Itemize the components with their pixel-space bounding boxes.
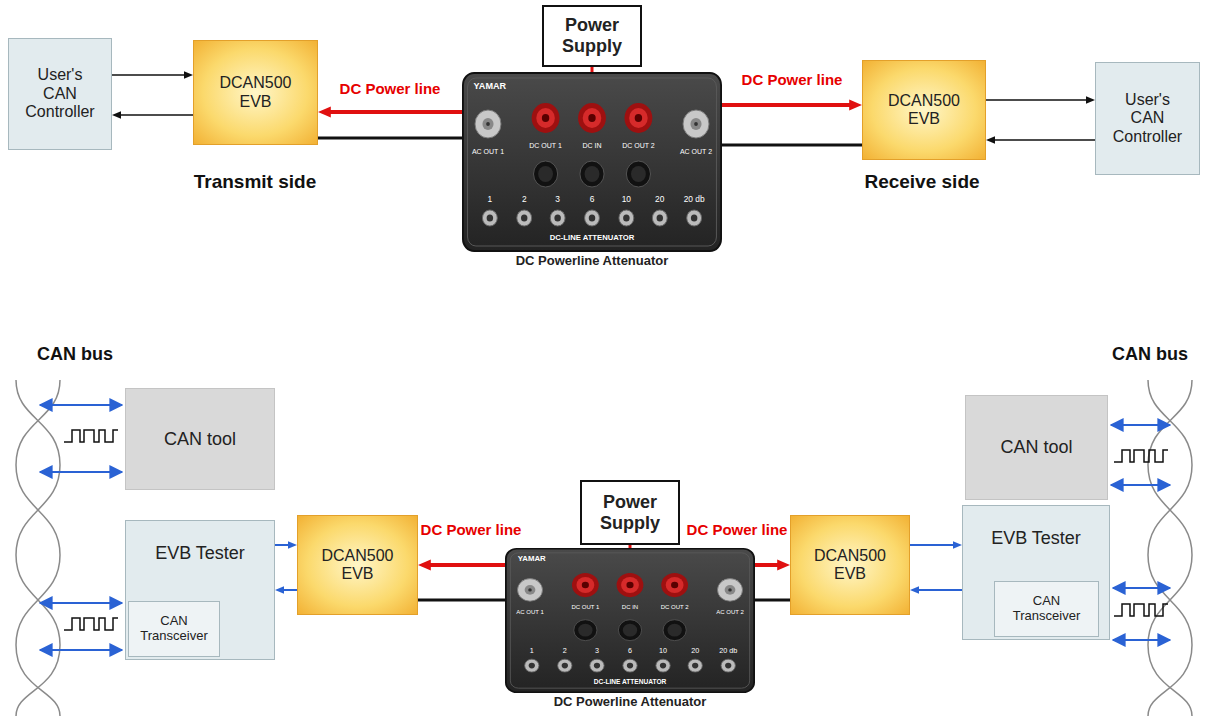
connector-label: DC Power line [419, 521, 524, 538]
device-marking: DC OUT 1 [529, 142, 562, 150]
connector [722, 145, 862, 146]
device-marking: AC OUT 2 [680, 148, 712, 156]
device-marking: DC OUT 1 [571, 604, 599, 611]
node-text: CAN Transceiver [1002, 594, 1092, 624]
device-marking: 20 [655, 195, 664, 204]
node-text: EVB Tester [155, 543, 245, 564]
connector [275, 541, 297, 549]
node-text: DCAN500 EVB [216, 74, 296, 111]
device-marking: DC-LINE ATTENUATOR [594, 678, 667, 685]
bus-label: CAN bus [1112, 345, 1188, 365]
connector [986, 96, 1095, 104]
device-marking: 6 [628, 647, 632, 655]
controller-box: User's CAN Controller [8, 38, 112, 150]
device-marking: DC IN [622, 604, 638, 611]
connector [275, 586, 297, 594]
device-marking: 3 [595, 647, 599, 655]
device-marking: AC OUT 1 [516, 609, 544, 616]
tester-box: EVB TesterCAN Transceiver [125, 520, 275, 660]
device-marking: DC OUT 2 [661, 604, 689, 611]
attenuator-device: DC Powerline Attenuator [462, 72, 722, 252]
node-text: CAN tool [164, 429, 236, 450]
node-text: DC Powerline Attenuator [475, 695, 785, 710]
bus-label: CAN bus [37, 345, 113, 365]
node-text: User's CAN Controller [1108, 91, 1188, 146]
connector [418, 560, 505, 571]
device-marking: DC IN [582, 142, 601, 150]
connector [755, 560, 790, 571]
side-caption: Transmit side [194, 172, 317, 193]
device-marking: YAMAR [474, 81, 507, 91]
connector [910, 541, 962, 549]
connector [755, 600, 790, 601]
device-marking: 20 db [719, 647, 737, 655]
attenuator-photo [463, 73, 721, 251]
evb-board: DCAN500 EVB [862, 60, 986, 160]
node-text: Power Supply [552, 15, 632, 56]
device-marking: 10 [659, 647, 667, 655]
device-marking: DC-LINE ATTENUATOR [550, 234, 635, 242]
node-text: DCAN500 EVB [884, 92, 964, 129]
attenuator-photo [506, 549, 754, 692]
connector [722, 100, 862, 111]
can-tool-box: CAN tool [125, 388, 275, 490]
connector [318, 107, 462, 118]
attenuator-device: DC Powerline Attenuator [505, 548, 755, 693]
device-marking: 20 [691, 647, 699, 655]
connector [112, 71, 193, 79]
node-text: Power Supply [590, 492, 670, 533]
connector [418, 600, 505, 601]
transceiver-box: CAN Transceiver [128, 601, 220, 657]
device-marking: AC OUT 2 [716, 609, 744, 616]
connector [318, 138, 462, 139]
device-marking: 1 [488, 195, 493, 204]
can-tool-box: CAN tool [965, 395, 1108, 500]
device-marking: AC OUT 1 [472, 148, 504, 156]
evb-board: DCAN500 EVB [297, 515, 418, 615]
connector-label: DC Power line [338, 80, 443, 97]
node-text: CAN Transceiver [134, 614, 214, 644]
device-marking: DC OUT 2 [622, 142, 655, 150]
device-marking: 20 db [684, 195, 705, 204]
node-text: User's CAN Controller [20, 66, 100, 121]
node-text: DC Powerline Attenuator [432, 254, 752, 269]
tester-box: EVB TesterCAN Transceiver [962, 505, 1110, 640]
power-supply-box: Power Supply [580, 480, 680, 545]
controller-box: User's CAN Controller [1095, 62, 1200, 175]
connector-label: DC Power line [685, 521, 790, 538]
device-marking: 6 [590, 195, 595, 204]
power-supply-box: Power Supply [542, 5, 642, 67]
device-marking: 2 [522, 195, 527, 204]
connector [592, 67, 593, 72]
connector [112, 111, 193, 119]
device-marking: 10 [622, 195, 631, 204]
node-text: DCAN500 EVB [810, 547, 890, 584]
connector [910, 586, 962, 594]
device-marking: YAMAR [518, 555, 546, 564]
can-bus-wires [16, 380, 1192, 716]
device-marking: 1 [530, 647, 534, 655]
side-caption: Receive side [864, 172, 979, 193]
evb-board: DCAN500 EVB [193, 40, 318, 145]
connector [986, 136, 1095, 144]
node-text: CAN tool [1000, 437, 1072, 458]
node-text: EVB Tester [991, 528, 1081, 549]
device-marking: 3 [555, 195, 560, 204]
transceiver-box: CAN Transceiver [994, 581, 1099, 637]
device-marking: 2 [563, 647, 567, 655]
connector-label: DC Power line [740, 71, 845, 88]
connector [630, 545, 631, 548]
evb-board: DCAN500 EVB [790, 515, 910, 615]
node-text: DCAN500 EVB [318, 547, 398, 584]
